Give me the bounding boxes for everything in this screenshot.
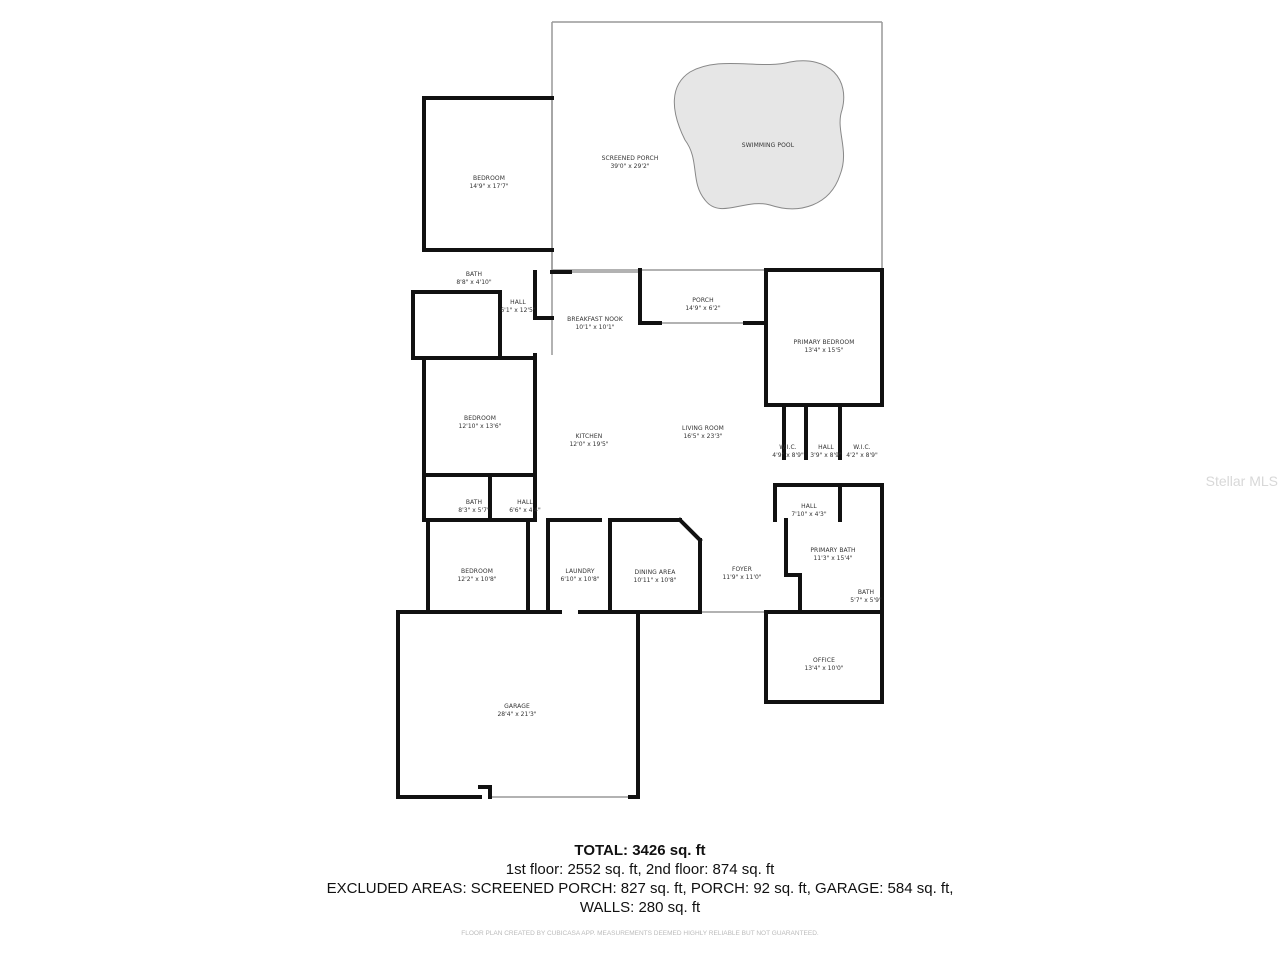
room-name: BATH: [466, 271, 482, 278]
room-name: LIVING ROOM: [682, 425, 724, 432]
room-name: PRIMARY BEDROOM: [793, 339, 854, 346]
room-dimensions: 8'3" x 5'7": [458, 507, 490, 514]
room-label: W.I.C.4'2" x 8'9": [846, 444, 878, 459]
room-name: KITCHEN: [576, 433, 603, 440]
room-dimensions: 39'0" x 29'2": [610, 163, 649, 170]
room-dimensions: 8'8" x 4'10": [456, 279, 492, 286]
room-name: HALL: [818, 444, 834, 451]
room-dimensions: 4'2" x 8'9": [846, 452, 878, 459]
room-dimensions: 4'9" x 8'9": [772, 452, 804, 459]
room-dimensions: 6'1" x 12'5": [500, 307, 536, 314]
room-name: BEDROOM: [461, 568, 493, 575]
room-name: PORCH: [692, 297, 713, 304]
room-name: BEDROOM: [464, 415, 496, 422]
room-dimensions: 16'5" x 23'3": [683, 433, 722, 440]
room-name: HALL: [801, 503, 817, 510]
room-name: HALL: [517, 499, 533, 506]
room-name: GARAGE: [504, 703, 530, 710]
room-dimensions: 10'1" x 10'1": [575, 324, 614, 331]
room-name: PRIMARY BATH: [810, 547, 855, 554]
floor-areas: 1st floor: 2552 sq. ft, 2nd floor: 874 s…: [505, 861, 775, 878]
room-dimensions: 11'9" x 11'0": [722, 574, 761, 581]
room-dimensions: 6'6" x 4'4": [509, 507, 541, 514]
room-name: OFFICE: [813, 657, 835, 664]
room-name: FOYER: [732, 566, 752, 573]
room-name: HALL: [510, 299, 526, 306]
room-name: DINING AREA: [635, 569, 677, 576]
room-dimensions: 6'10" x 10'8": [560, 576, 599, 583]
room-name: BATH: [466, 499, 482, 506]
room-dimensions: 3'9" x 8'9": [810, 452, 842, 459]
room-name: SWIMMING POOL: [742, 142, 795, 149]
room-name: LAUNDRY: [565, 568, 594, 575]
room-dimensions: 13'4" x 10'0": [804, 665, 843, 672]
watermark-logo: Stellar MLS: [1205, 473, 1278, 489]
excluded-areas: EXCLUDED AREAS: SCREENED PORCH: 827 sq. …: [326, 880, 954, 897]
room-dimensions: 14'9" x 17'7": [469, 183, 508, 190]
room-label: W.I.C.4'9" x 8'9": [772, 444, 804, 459]
room-dimensions: 13'4" x 15'5": [804, 347, 843, 354]
room-dimensions: 12'2" x 10'8": [457, 576, 496, 583]
walls: [396, 96, 884, 799]
credit-note: FLOOR PLAN CREATED BY CUBICASA APP. MEAS…: [461, 930, 819, 937]
walls-area: WALLS: 280 sq. ft: [579, 899, 701, 916]
room-dimensions: 11'3" x 15'4": [813, 555, 852, 562]
room-dimensions: 14'9" x 6'2": [685, 305, 721, 312]
room-name: BATH: [858, 589, 874, 596]
room-dimensions: 12'0" x 19'5": [569, 441, 608, 448]
room-name: W.I.C.: [853, 444, 871, 451]
room-name: SCREENED PORCH: [602, 155, 659, 162]
room-name: BEDROOM: [473, 175, 505, 182]
room-dimensions: 10'11" x 10'8": [634, 577, 677, 584]
swimming-pool: [673, 60, 845, 210]
room-dimensions: 28'4" x 21'3": [497, 711, 536, 718]
room-dimensions: 12'10" x 13'6": [459, 423, 502, 430]
room-name: BREAKFAST NOOK: [567, 316, 624, 323]
room-label: SWIMMING POOL: [742, 142, 795, 149]
thin-walls: [490, 21, 883, 798]
wall: [677, 517, 703, 543]
room-dimensions: 7'10" x 4'3": [791, 511, 827, 518]
total-area: TOTAL: 3426 sq. ft: [574, 842, 706, 859]
room-dimensions: 5'7" x 5'9": [850, 597, 882, 604]
room-name: W.I.C.: [779, 444, 797, 451]
